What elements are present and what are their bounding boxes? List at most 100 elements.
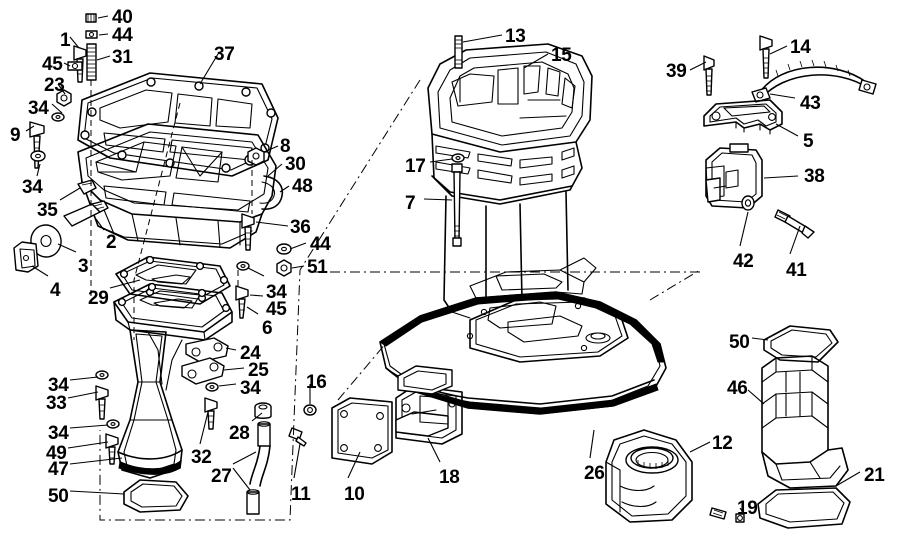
callout-label-23: 23	[44, 75, 65, 96]
part-25-link	[181, 357, 225, 385]
callout-label-45b: 45	[266, 299, 287, 320]
fastener-40-cap	[85, 13, 97, 23]
part-46-exhaust-tube	[761, 355, 849, 489]
part-47-lower-housing	[117, 329, 183, 479]
part-50-gasket-left	[123, 479, 189, 513]
callout-label-34f: 34	[48, 423, 69, 444]
callout-label-12: 12	[712, 433, 733, 454]
callout-label-28: 28	[229, 423, 250, 444]
callout-label-34b: 34	[22, 177, 43, 198]
part-18-valve-block	[395, 365, 463, 445]
fastener-45-washer	[67, 61, 83, 71]
callout-label-45a: 45	[42, 54, 63, 75]
part-24-link	[185, 337, 229, 363]
fastener-14-bolt	[759, 35, 773, 79]
callout-label-31: 31	[112, 47, 133, 68]
part-35-fitting	[77, 179, 97, 195]
leader-lines	[25, 15, 861, 515]
callout-label-34c: 34	[266, 282, 287, 303]
callout-label-1: 1	[60, 30, 71, 51]
fastener-34-washer-b	[30, 150, 46, 162]
callout-label-44b: 44	[310, 234, 331, 255]
part-21-gasket	[757, 487, 851, 529]
part-26-exhaust-housing	[379, 191, 667, 415]
callout-label-11: 11	[291, 484, 311, 505]
callout-label-48: 48	[292, 176, 313, 197]
fastener-51-nut	[276, 259, 292, 277]
callout-label-29: 29	[88, 288, 109, 309]
part-6-adaptor-plate	[113, 282, 233, 341]
part-29-gasket	[115, 255, 231, 305]
callout-label-36: 36	[290, 217, 311, 238]
fastener-13-stud	[454, 35, 463, 69]
callout-label-9: 9	[10, 125, 21, 146]
callout-label-50a: 50	[729, 332, 750, 353]
callout-label-34e: 34	[48, 375, 69, 396]
part-30-housing	[77, 123, 284, 249]
callout-label-4: 4	[50, 280, 61, 301]
fastener-34-washer-d	[95, 370, 109, 380]
part-12-bearing-carrier	[605, 429, 693, 523]
part-3-seal	[30, 224, 62, 258]
fastener-45-bolt	[235, 285, 249, 319]
part-27-tube	[246, 421, 271, 515]
callout-label-25: 25	[248, 360, 269, 381]
fastener-34-washer-c	[236, 261, 250, 271]
fastener-34-washer-e	[106, 419, 120, 429]
callout-label-24: 24	[240, 343, 261, 364]
callout-label-17: 17	[405, 156, 426, 177]
callout-label-2: 2	[106, 232, 117, 253]
callout-label-37: 37	[214, 44, 235, 65]
part-28-bushing	[254, 402, 272, 419]
fastener-31-stud	[86, 43, 97, 81]
fastener-36-bolt	[241, 213, 255, 251]
part-50-gasket-right	[763, 325, 839, 363]
callout-label-42: 42	[733, 251, 754, 272]
callout-label-50b: 50	[48, 486, 69, 507]
callout-label-46: 46	[727, 378, 748, 399]
callout-label-40: 40	[112, 7, 133, 28]
fastener-11-screw	[288, 427, 307, 447]
callout-label-14: 14	[790, 37, 811, 58]
fastener-44-washer-b	[276, 243, 292, 255]
part-43-ground-strap	[751, 59, 877, 103]
fastener-49-bolt	[105, 433, 119, 465]
fastener-34-washer-f	[205, 382, 219, 392]
part-38-solenoid	[705, 143, 763, 209]
callout-label-10: 10	[344, 484, 365, 505]
callout-label-15: 15	[551, 45, 572, 66]
callout-label-44a: 44	[112, 25, 133, 46]
fastener-16-pin	[303, 404, 317, 416]
part-4-cap	[13, 241, 39, 273]
part-8-nut	[247, 147, 265, 166]
callout-label-34d: 34	[240, 378, 261, 399]
callout-label-19: 19	[737, 498, 758, 519]
callout-label-33: 33	[46, 393, 67, 414]
fastener-23-nut	[56, 89, 72, 107]
callout-label-35: 35	[37, 200, 58, 221]
fastener-33-bolt	[95, 385, 109, 420]
callout-label-16: 16	[306, 372, 327, 393]
callout-label-21: 21	[864, 465, 885, 486]
part-10-cover-plate	[331, 397, 393, 465]
callout-label-32: 32	[191, 447, 212, 468]
part-5-bracket	[703, 99, 783, 135]
callout-label-26: 26	[584, 463, 605, 484]
callout-label-43: 43	[800, 93, 821, 114]
callout-label-27: 27	[211, 466, 232, 487]
fastener-17-washer	[451, 153, 465, 163]
part-15-upper-housing	[427, 43, 593, 205]
callout-label-18: 18	[439, 467, 460, 488]
part-2-plug	[63, 200, 109, 227]
fastener-32-bolt	[204, 397, 218, 430]
fastener-19-screw	[709, 507, 745, 523]
fastener-44-washer	[85, 30, 98, 39]
callout-label-6: 6	[262, 318, 273, 339]
callout-label-39: 39	[666, 61, 687, 82]
fastener-42-grommet	[741, 195, 755, 211]
callout-label-13: 13	[505, 26, 526, 47]
callout-label-51: 51	[307, 257, 328, 278]
callout-label-30: 30	[285, 154, 306, 175]
